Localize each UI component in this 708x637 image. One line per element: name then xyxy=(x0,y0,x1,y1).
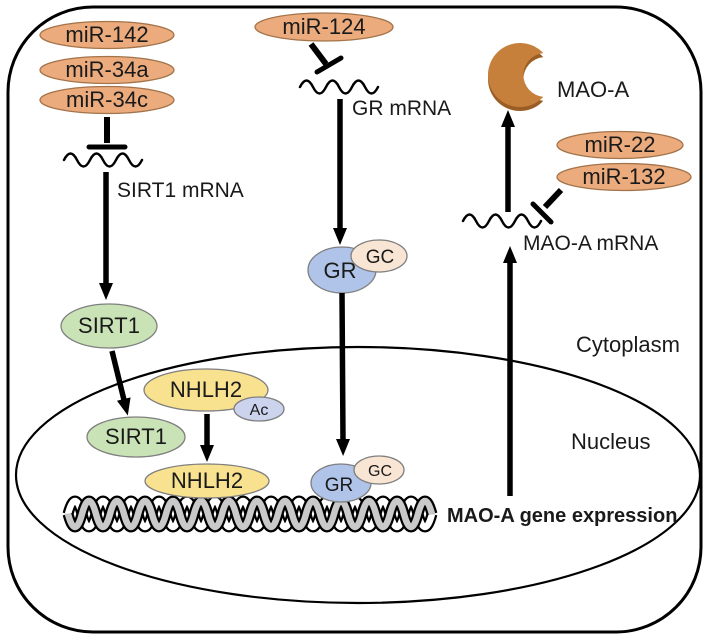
mir-124-oval xyxy=(254,12,394,42)
gc-nucleus-oval xyxy=(353,455,405,485)
sirt1-nucleus-node: SIRT1 xyxy=(86,416,186,458)
gc-nucleus-label: GC xyxy=(368,463,392,480)
gr-gc-nucleus-node: GR GC xyxy=(310,455,405,503)
mir-132-node: miR-132 xyxy=(556,162,692,192)
sirt1-mrna-label: SIRT1 mRNA xyxy=(117,179,244,202)
inhibitor-stem xyxy=(542,187,564,210)
mir-132-oval xyxy=(556,162,692,192)
maoa-gene-expression-label: MAO-A gene expression xyxy=(447,505,677,527)
inhibition-gr-mrna xyxy=(308,42,344,75)
arrow-gr-nuclear-import xyxy=(335,292,350,456)
dna-helix xyxy=(62,495,438,533)
inhibitor-bar xyxy=(530,201,554,225)
acetyl-group-oval xyxy=(233,396,285,422)
gr-cytoplasm-label: GR xyxy=(324,258,357,283)
inhibition-sirt1-mrna xyxy=(86,117,128,150)
acetyl-group-label: Ac xyxy=(250,402,269,419)
arrow-sirt1-nuclear-import xyxy=(109,350,131,416)
mir-34a-node: miR-34a xyxy=(39,55,175,85)
nhlh2-dna-oval xyxy=(144,463,270,499)
sirt1-cytoplasm-node: SIRT1 xyxy=(60,303,158,349)
nhlh2-acetylated-node: NHLH2 Ac xyxy=(143,368,285,422)
sirt1-nucleus-label: SIRT1 xyxy=(105,424,167,449)
mir-142-node: miR-142 xyxy=(39,20,175,50)
sirt1-cytoplasm-oval xyxy=(60,303,158,349)
mir-124-label: miR-124 xyxy=(282,14,365,39)
sirt1-mrna-wave xyxy=(62,152,144,168)
mir-34c-node: miR-34c xyxy=(39,85,175,115)
inhibitor-bar xyxy=(314,55,344,75)
mir-22-label: miR-22 xyxy=(585,132,656,157)
gr-mrna-wave xyxy=(298,79,380,95)
mir-34c-oval xyxy=(39,85,175,115)
nhlh2-dna-label: NHLH2 xyxy=(171,468,243,493)
gc-cytoplasm-oval xyxy=(350,239,408,273)
nhlh2-acetylated-oval xyxy=(143,368,269,412)
gr-mrna-label: GR mRNA xyxy=(352,97,451,120)
sirt1-nucleus-oval xyxy=(86,416,186,458)
nhlh2-dna-node: NHLH2 xyxy=(144,463,270,499)
maoa-mrna-label: MAO-A mRNA xyxy=(523,232,658,255)
mir-22-node: miR-22 xyxy=(556,130,684,160)
gr-gc-cytoplasm-node: GR GC xyxy=(307,239,408,294)
cytoplasm-label: Cytoplasm xyxy=(576,332,680,357)
dna-strand-back xyxy=(64,497,436,531)
mir-132-label: miR-132 xyxy=(582,164,665,189)
nucleus-label: Nucleus xyxy=(571,429,650,454)
gr-nucleus-label: GR xyxy=(325,475,354,496)
gc-cytoplasm-label: GC xyxy=(366,247,395,268)
maoa-protein-label: MAO-A xyxy=(557,77,629,102)
mir-22-oval xyxy=(556,130,684,160)
maoa-protein-icon xyxy=(487,43,544,111)
inhibitor-stem xyxy=(308,42,329,66)
mir-34a-label: miR-34a xyxy=(65,57,149,82)
mir-124-node: miR-124 xyxy=(254,12,394,42)
maoa-crescent-body xyxy=(487,43,544,107)
sirt1-cytoplasm-label: SIRT1 xyxy=(78,313,140,338)
mir-34a-oval xyxy=(39,55,175,85)
mir-34c-label: miR-34c xyxy=(66,87,148,112)
inhibition-maoa-mrna xyxy=(530,187,564,225)
mir-142-label: miR-142 xyxy=(65,22,148,47)
maoa-mrna-wave xyxy=(461,213,543,229)
nhlh2-acetylated-label: NHLH2 xyxy=(170,377,242,402)
mir-142-oval xyxy=(39,20,175,50)
